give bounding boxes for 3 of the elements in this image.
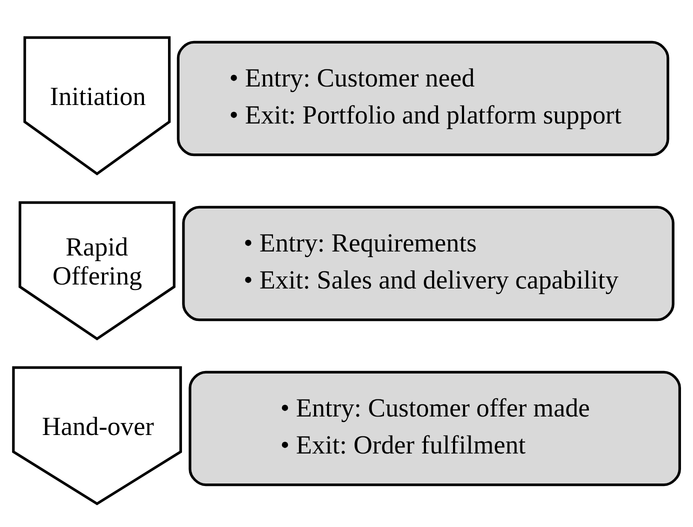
node-box: • Entry: Customer need • Exit: Portfolio and platform support xyxy=(176,40,670,156)
node-box: • Entry: Requirements • Exit: Sales and delivery capability xyxy=(182,206,674,322)
node-box: • Entry: Customer offer made • Exit: Order fulfilment xyxy=(188,370,681,486)
